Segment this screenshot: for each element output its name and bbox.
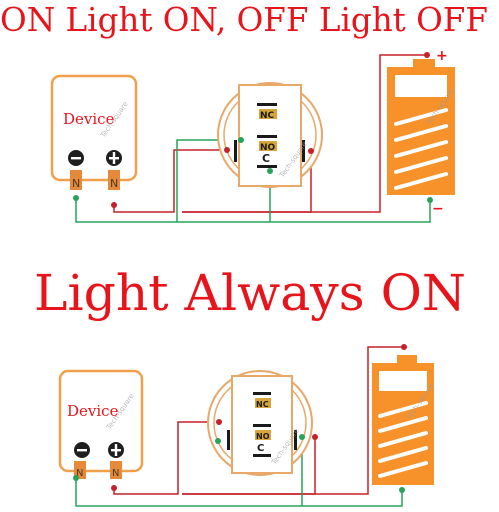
device-top: Device Tech-square N N bbox=[50, 74, 138, 190]
battery-bottom: Tech-square bbox=[372, 355, 436, 485]
title-bottom: Light Always ON bbox=[34, 264, 466, 322]
red-wires-top bbox=[113, 54, 427, 213]
terminal-right-label: N bbox=[112, 468, 119, 479]
battery-top: + − Tech-square bbox=[387, 48, 456, 217]
diagram-bottom: Device Tech-square N N NC NO C bbox=[58, 344, 436, 507]
device-label: Device bbox=[63, 110, 115, 128]
terminal-left-label: N bbox=[76, 468, 83, 479]
red-wires-bottom bbox=[113, 346, 404, 495]
switch-top: NC NO C Tech-square bbox=[217, 82, 323, 188]
device-bottom: Device Tech-square N N bbox=[58, 369, 144, 479]
battery-plus-label: + bbox=[436, 48, 448, 64]
terminal-left-label: N bbox=[72, 177, 80, 190]
device-label: Device bbox=[67, 402, 119, 420]
switch-nc-label: NC bbox=[260, 111, 275, 121]
switch-c-label: C bbox=[262, 152, 270, 165]
diagram-top: Device Tech-square N N NC NO C bbox=[50, 48, 456, 223]
junction-dots-bottom bbox=[73, 344, 407, 493]
terminal-right-label: N bbox=[110, 177, 118, 190]
switch-bottom: NC NO C Tech-square bbox=[207, 370, 313, 476]
switch-no-label: NO bbox=[260, 143, 276, 153]
switch-c-label: C bbox=[257, 443, 264, 454]
battery-minus-label: − bbox=[432, 201, 444, 217]
switch-no-label: NO bbox=[256, 432, 270, 441]
title-top: ON Light ON, OFF Light OFF bbox=[0, 0, 488, 39]
switch-nc-label: NC bbox=[256, 400, 269, 409]
junction-dots-top bbox=[73, 52, 433, 208]
